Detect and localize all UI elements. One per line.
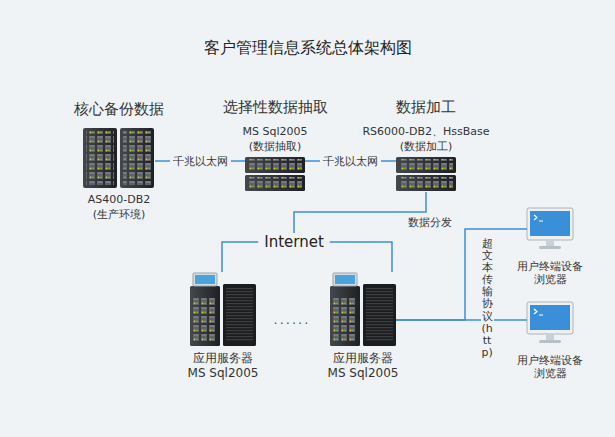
edge-label: 千兆以太网	[170, 155, 231, 168]
node-heading: 数据加工	[362, 98, 489, 116]
monitor-base	[539, 340, 561, 343]
caption-stack: 应用服务器MS Sql2005	[188, 351, 259, 381]
node-caption: 应用服务器	[328, 351, 399, 366]
node-caption: (数据抽取)	[223, 139, 328, 154]
extract-server-picture	[245, 157, 305, 191]
node-caption: AS400-DB2	[88, 192, 151, 207]
caption-stack: 数据加工 RS6000-DB2、HssBase(数据加工)	[362, 98, 489, 154]
grill	[226, 288, 253, 342]
node-caption: MS Sql2005	[223, 124, 328, 139]
small-monitor	[333, 273, 357, 286]
monitor-stand	[546, 240, 554, 246]
app-server-node: 应用服务器MS Sql2005	[190, 272, 256, 346]
edge-label: 超文本传输协议(http)	[481, 236, 494, 361]
caption-stack: 应用服务器MS Sql2005	[328, 351, 399, 381]
node-caption: (数据加工)	[362, 139, 489, 154]
monitor-stand	[546, 334, 554, 340]
node-caption: 应用服务器	[188, 351, 259, 366]
user-terminal-node: 用户终端设备 浏览器	[527, 208, 573, 250]
core-server-picture	[83, 128, 154, 188]
node-caption: 用户终端设备 浏览器	[514, 260, 586, 286]
prompt-glyph	[534, 309, 543, 315]
drive-bays	[193, 296, 217, 342]
terminal-picture	[527, 208, 573, 249]
rack-cabinet	[83, 128, 117, 188]
server-node: 数据加工RS6000-DB2、HssBase(数据加工)	[396, 156, 456, 192]
node-heading: 选择性数据抽取	[223, 98, 328, 116]
monitor-screen	[530, 305, 570, 330]
small-screen	[335, 275, 355, 284]
caption-stack: AS400-DB2(生产环境)	[88, 192, 151, 222]
node-caption: MS Sql2005	[328, 366, 399, 381]
band-label: Internet	[264, 233, 324, 251]
server-node: 核心备份数据AS400-DB2(生产环境)	[83, 128, 155, 188]
caption-stack: 用户终端设备 浏览器	[514, 260, 586, 286]
node-heading: 核心备份数据	[74, 100, 164, 118]
connector	[396, 229, 527, 320]
app-server-picture	[330, 273, 396, 346]
diagram-title: 客户管理信息系统总体架构图	[0, 38, 615, 58]
connector	[222, 242, 258, 272]
drive-bays	[123, 131, 151, 185]
app-server-node: 应用服务器MS Sql2005	[330, 272, 396, 346]
server-unit	[396, 175, 456, 191]
edge-label: 千兆以太网	[320, 155, 381, 168]
tower	[330, 286, 360, 346]
connector	[330, 242, 392, 272]
network-band: Internet	[258, 233, 330, 251]
monitor-screen	[530, 211, 570, 236]
drive-bays	[399, 159, 453, 171]
caption-stack: 选择性数据抽取 MS Sql2005(数据抽取)	[223, 98, 328, 154]
drive-bays	[86, 131, 114, 185]
terminal-picture	[527, 302, 573, 343]
node-caption: (生产环境)	[88, 207, 151, 222]
monitor-bezel	[527, 208, 573, 240]
free-label: ......	[274, 312, 311, 327]
server-unit	[245, 157, 305, 173]
small-monitor	[193, 273, 217, 286]
cabinet	[223, 284, 256, 346]
user-terminal-node: 用户终端设备 浏览器	[527, 302, 573, 344]
small-screen	[195, 275, 215, 284]
monitor-base	[539, 246, 561, 249]
drive-bays	[248, 177, 302, 189]
tower	[190, 286, 220, 346]
node-caption: 用户终端设备 浏览器	[514, 354, 586, 380]
server-node: 选择性数据抽取MS Sql2005(数据抽取)	[245, 156, 305, 192]
server-unit	[245, 175, 305, 191]
node-caption: RS6000-DB2、HssBase	[362, 124, 489, 139]
drive-bays	[248, 159, 302, 171]
app-server-picture	[190, 273, 256, 346]
node-caption: MS Sql2005	[188, 366, 259, 381]
prompt-glyph	[534, 215, 543, 221]
monitor-bezel	[527, 302, 573, 334]
caption-stack: 核心备份数据	[74, 100, 164, 118]
process-server-picture	[396, 157, 456, 191]
cabinet	[363, 284, 396, 346]
drive-bays	[399, 177, 453, 189]
edge-label: 数据分发	[405, 216, 455, 229]
caption-stack: 用户终端设备 浏览器	[514, 354, 586, 380]
rack-cabinet	[120, 128, 154, 188]
server-unit	[396, 157, 456, 173]
connector	[396, 319, 527, 321]
grill	[366, 288, 393, 342]
drive-bays	[333, 296, 357, 342]
